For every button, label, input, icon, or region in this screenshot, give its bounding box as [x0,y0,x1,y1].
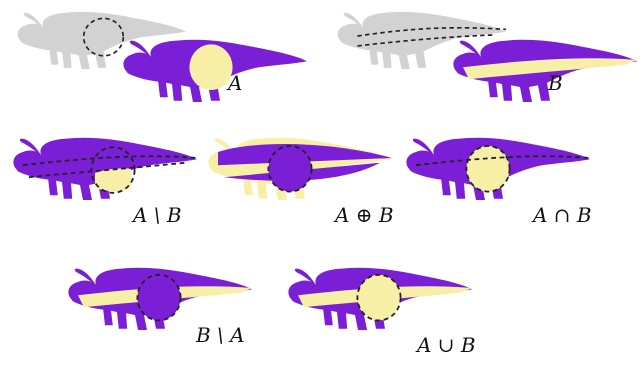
panel-a: A [18,12,307,102]
panel-a-or-b: A ∪ B [288,268,475,357]
panel-b-minus-a: B \ A [68,268,252,347]
panel-label-a: A [226,71,242,95]
panel-a-minus-b: A \ B [13,138,197,227]
panel-label-a-or-b: A ∪ B [415,333,476,357]
panel-label-a-xor-b: A ⊕ B [333,203,394,227]
panel-b: B [338,12,637,102]
panel-a-xor-b: A ⊕ B [208,138,393,227]
panel-label-b: B [547,71,563,95]
panel-a-and-b: A ∩ B [406,138,591,227]
panel-label-b-minus-a: B \ A [195,323,245,347]
colored-dino-b [453,40,637,102]
colored-dino-a [123,40,307,102]
panel-label-a-and-b: A ∩ B [531,203,592,227]
panel-label-a-minus-b: A \ B [131,203,182,227]
